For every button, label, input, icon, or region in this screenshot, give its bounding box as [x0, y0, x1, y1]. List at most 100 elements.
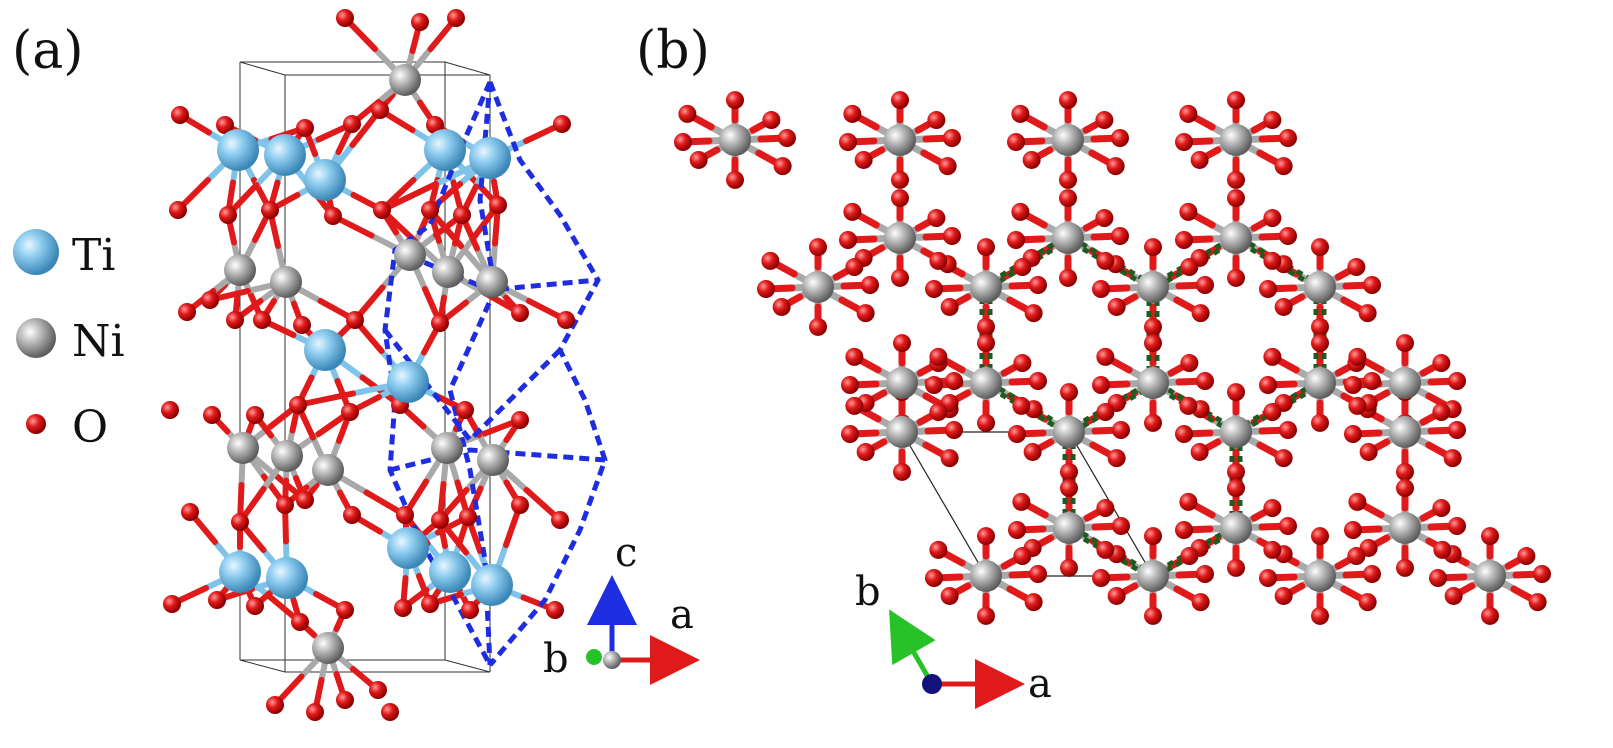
o-atom: [1144, 334, 1162, 353]
o-atom: [291, 613, 309, 631]
o-atom: [1144, 413, 1162, 432]
o-atom: [1481, 527, 1499, 546]
o-atom: [845, 258, 864, 277]
o-atom: [1144, 317, 1162, 336]
o-atom: [927, 111, 946, 130]
o-atom: [261, 201, 279, 219]
ni-atom: [1220, 124, 1252, 156]
o-atom: [1011, 202, 1030, 221]
o-atom: [296, 491, 314, 509]
o-atom: [1060, 383, 1078, 402]
o-atom: [1344, 521, 1362, 539]
o-atom: [421, 595, 439, 613]
ni-atom: [886, 367, 918, 399]
o-atom: [1358, 304, 1377, 323]
axis-origin-b: [922, 674, 942, 694]
ni-atom: [970, 271, 1002, 303]
o-atom: [726, 91, 744, 110]
o-atom: [1444, 586, 1463, 605]
o-atom: [929, 540, 948, 559]
o-atom: [1348, 492, 1367, 511]
ni-atom: [1220, 512, 1252, 544]
o-atom: [1191, 593, 1210, 612]
o-atom: [977, 413, 995, 432]
o-atom: [1060, 558, 1078, 577]
o-atom: [1363, 565, 1381, 583]
o-atom: [1348, 347, 1367, 366]
o-atom: [1443, 449, 1462, 468]
o-atom: [893, 334, 911, 353]
o-atom: [1190, 442, 1209, 461]
ni-atom: [886, 416, 918, 448]
ni-atom: [1220, 222, 1252, 254]
o-atom: [1274, 157, 1293, 176]
ni-atom: [389, 64, 421, 96]
o-atom: [1396, 558, 1414, 577]
ni-atom: [312, 454, 344, 486]
ti-atom: [304, 159, 346, 201]
o-atom: [1358, 593, 1377, 612]
o-atom: [1060, 462, 1078, 481]
ni-atom: [719, 124, 751, 156]
o-atom: [761, 251, 780, 270]
ti-atom: [219, 551, 261, 593]
ni-atom: [1304, 271, 1336, 303]
o-atom: [843, 202, 862, 221]
o-atom: [231, 513, 249, 531]
o-atom: [1432, 403, 1451, 422]
o-atom: [1196, 276, 1214, 294]
o-atom: [1107, 586, 1126, 605]
o-atom: [1263, 251, 1282, 270]
o-atom: [945, 421, 963, 439]
ti-atom: [429, 551, 471, 593]
axis-b-arrow: [889, 609, 936, 686]
o-atom: [1448, 517, 1466, 535]
o-atom: [678, 104, 697, 123]
legend-o-sphere: [26, 414, 46, 434]
o-atom: [381, 703, 399, 721]
axis-c-label: c: [615, 530, 637, 576]
ni-atom: [1304, 560, 1336, 592]
legend-o-label: O: [72, 402, 108, 453]
o-atom: [163, 595, 181, 613]
o-atom: [1227, 91, 1245, 110]
o-atom: [171, 106, 189, 124]
o-atom: [1096, 347, 1115, 366]
o-atom: [1533, 565, 1551, 583]
o-atom: [336, 9, 354, 27]
o-atom: [1144, 527, 1162, 546]
o-atom: [1429, 569, 1447, 587]
o-atom: [757, 280, 775, 298]
ni-atom: [1389, 367, 1421, 399]
ni-atom: [271, 440, 303, 472]
o-atom: [181, 503, 199, 521]
o-atom: [453, 206, 471, 224]
o-atom: [977, 527, 995, 546]
o-atom: [1311, 238, 1329, 257]
axis-triad-b: b a: [855, 569, 1052, 709]
o-atom: [201, 291, 219, 309]
o-atom: [854, 150, 873, 169]
o-atom: [1274, 297, 1293, 316]
ni-atom: [227, 432, 259, 464]
o-atom: [1433, 540, 1452, 559]
o-atom: [929, 251, 948, 270]
o-atom: [1008, 425, 1026, 443]
panel-a-label: (a): [12, 21, 84, 81]
ni-atom: [1052, 222, 1084, 254]
ni-atom: [1220, 416, 1252, 448]
panel-b: (b) b a: [636, 21, 1551, 709]
o-atom: [1059, 189, 1077, 208]
o-atom: [1180, 354, 1199, 373]
o-atom: [1263, 499, 1282, 518]
o-atom: [253, 311, 271, 329]
ni-atom: [1304, 367, 1336, 399]
o-atom: [276, 496, 294, 514]
o-atom: [1274, 449, 1293, 468]
o-atom: [1095, 209, 1114, 228]
panel-b-label: (b): [636, 21, 710, 81]
o-atom: [208, 591, 226, 609]
o-atom: [456, 401, 474, 419]
o-atom: [293, 316, 311, 334]
